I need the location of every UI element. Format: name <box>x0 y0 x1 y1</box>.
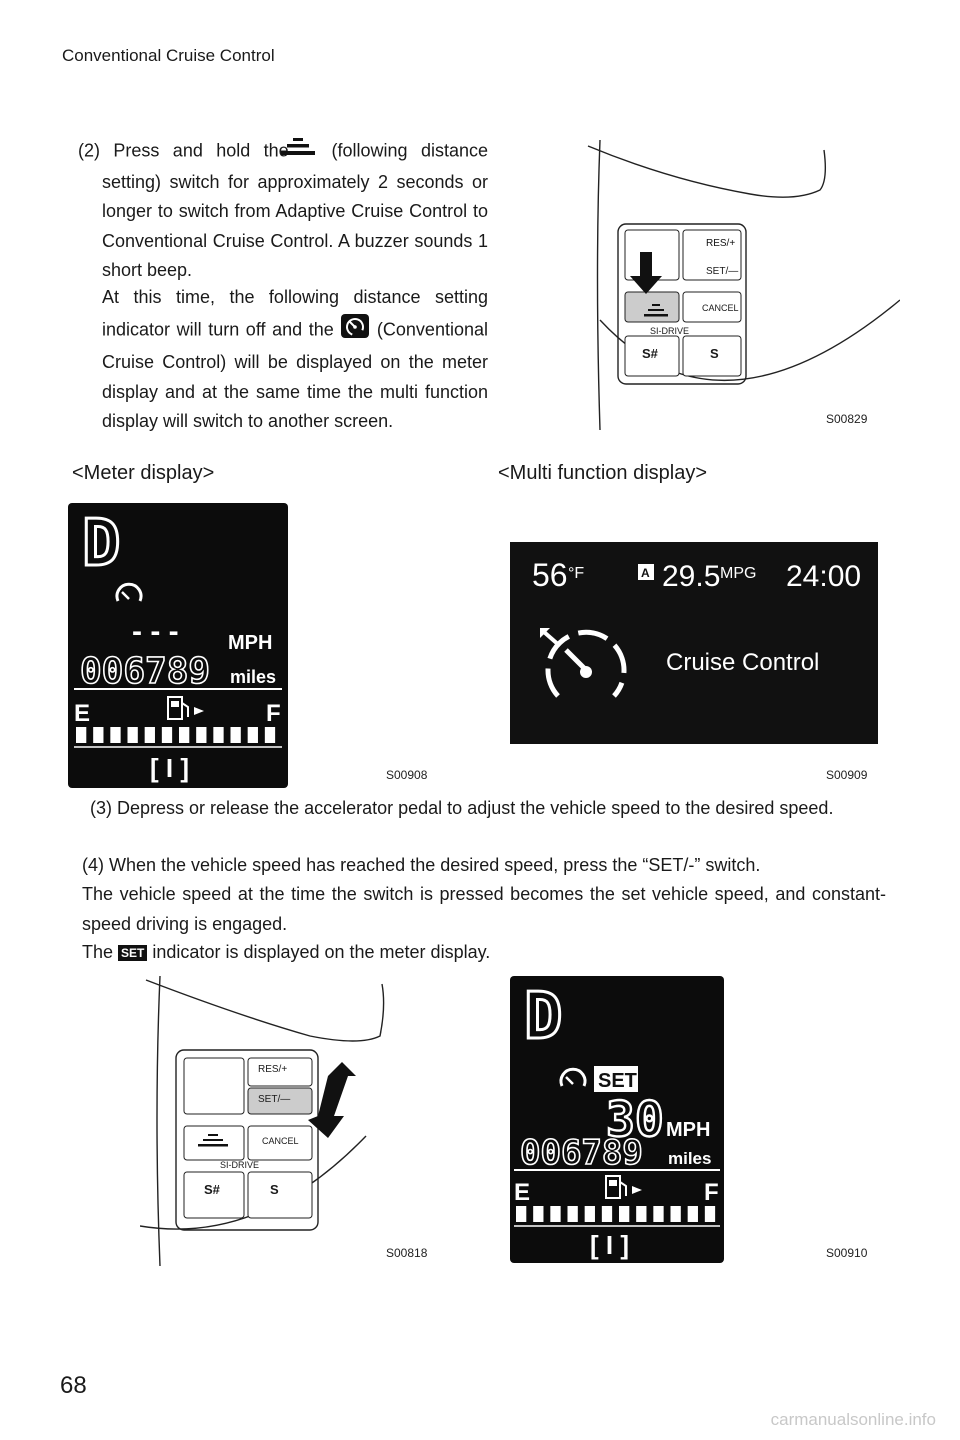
step-2-text: (following distance setting) switch for … <box>102 140 488 281</box>
fuel-bar-segment <box>653 1206 664 1222</box>
set-indicator-text-b: indicator is displayed on the meter disp… <box>152 942 491 962</box>
fuel-bar-segment <box>584 1206 595 1222</box>
s-sharp-label-bottom: S# <box>204 1182 220 1197</box>
fuel-bar-segment <box>179 727 190 743</box>
section-title: Conventional Cruise Control <box>62 46 275 65</box>
s-sharp-label: S# <box>642 346 658 361</box>
fuel-bar-segment <box>636 1206 647 1222</box>
fuel-empty-label-bottom: E <box>514 1179 530 1206</box>
step-4-paragraph: (4) When the vehicle speed has reached t… <box>82 855 761 875</box>
step-2-paragraph: (2) Press and hold the (following distan… <box>70 136 488 286</box>
fuel-bar-segment <box>601 1206 613 1222</box>
fuel-full-label-bottom: F <box>704 1179 719 1206</box>
set-badge-bg <box>594 1066 638 1092</box>
speed-unit-bottom: MPH <box>666 1119 710 1141</box>
set-label: SET/— <box>706 266 739 277</box>
fuel-pump-icon-bottom <box>605 1175 642 1199</box>
watermark: carmanualsonline.info <box>770 1410 936 1429</box>
fuel-bar-segment <box>196 727 207 743</box>
cruise-control-indicator-icon <box>540 628 627 698</box>
odometer-bottom: 006789 <box>520 1133 643 1173</box>
caption-multi-function-display: <Multi function display> <box>498 462 708 484</box>
odometer-unit: miles <box>230 667 276 687</box>
fuel-bar-segment <box>230 727 241 743</box>
caption-meter-display: <Meter display> <box>72 462 215 484</box>
set-indicator-text-a: The <box>82 942 114 962</box>
fuel-bar-segment <box>704 1206 716 1222</box>
temperature-unit: °F <box>568 565 584 582</box>
gear-indicator: D <box>82 507 121 581</box>
meter-display-top: D - - - MPH 006789 miles E F [ I ] <box>68 503 288 788</box>
speed-unit: MPH <box>228 632 272 654</box>
fuel-gauge-bars <box>76 727 276 743</box>
fuel-bar-segment <box>619 1206 630 1222</box>
fuel-bar-segment <box>247 727 258 743</box>
meter-display-bottom: D SET 30 MPH 006789 miles E F [ I ] <box>510 976 724 1263</box>
res-label-bottom: RES/+ <box>258 1064 288 1075</box>
fuel-bar-segment <box>516 1206 527 1222</box>
set-indicator-paragraph: The SET indicator is displayed on the me… <box>82 938 886 968</box>
set-indicator-icon: SET <box>118 945 148 962</box>
bottom-indicator-2: [ I ] <box>590 1230 629 1260</box>
outside-temperature: 56 <box>532 557 568 593</box>
fuel-bar-segment <box>213 727 224 743</box>
multi-function-display: 56 °F A 29.5 MPG 24:00 Cruise Control <box>510 542 878 744</box>
fuel-economy-value: 29.5 <box>662 560 720 593</box>
si-drive-label-bottom: SI-DRIVE <box>220 1160 260 1170</box>
speed-readout: - - - <box>132 615 179 648</box>
figure-code-s00910: S00910 <box>826 1246 868 1260</box>
fuel-bar-segment <box>550 1206 561 1222</box>
fuel-bar-segment <box>110 727 121 743</box>
step-2-prefix: (2) Press and hold the <box>78 140 289 161</box>
svg-text:A: A <box>641 566 650 580</box>
cancel-label-bottom: CANCEL <box>262 1136 299 1146</box>
step-3-paragraph: (3) Depress or release the accelerator p… <box>90 798 834 818</box>
fuel-bar-segment <box>127 727 138 743</box>
following-distance-icon <box>281 136 318 168</box>
fuel-economy-unit: MPG <box>720 565 756 582</box>
fuel-gauge-bars-bottom <box>516 1206 716 1222</box>
s-label: S <box>710 346 719 361</box>
cancel-label: CANCEL <box>702 303 739 313</box>
odometer: 006789 <box>80 651 210 692</box>
figure-code-s00818: S00818 <box>386 1246 428 1260</box>
odometer-unit-bottom: miles <box>668 1149 711 1168</box>
fuel-bar-segment <box>161 727 173 743</box>
fuel-bar-segment <box>687 1206 698 1222</box>
fuel-bar-segment <box>670 1206 681 1222</box>
fuel-pump-icon <box>167 696 204 720</box>
res-label: RES/+ <box>706 238 736 249</box>
fuel-bar-segment <box>567 1206 578 1222</box>
set-label-bottom: SET/— <box>258 1094 291 1105</box>
fuel-empty-label: E <box>74 700 90 727</box>
fuel-economy-icon: A <box>638 564 654 580</box>
fuel-bar-segment <box>144 727 155 743</box>
fuel-bar-segment <box>533 1206 544 1222</box>
step-2-followup-b: (Conventional Cruise Control) will be di… <box>102 319 488 431</box>
set-speed-paragraph: The vehicle speed at the time the switch… <box>82 884 886 934</box>
set-speed: 30 <box>606 1092 664 1148</box>
step-2-followup: At this time, the following distance set… <box>102 283 488 437</box>
figure-code-s00829: S00829 <box>826 412 868 426</box>
page-number: 68 <box>60 1372 87 1399</box>
fuel-bar-segment <box>76 727 87 743</box>
si-drive-label: SI-DRIVE <box>650 326 690 336</box>
figure-code-s00908: S00908 <box>386 768 428 782</box>
fuel-full-label: F <box>266 700 281 727</box>
step-2-followup-a: At this time, the following distance set… <box>102 287 488 339</box>
switch-illustration-bottom: RES/+ SET/— CANCEL SI-DRIVE S# S <box>139 975 390 1267</box>
gear-indicator-bottom: D <box>524 980 563 1054</box>
set-badge: SET <box>598 1070 637 1092</box>
fuel-bar-segment <box>264 727 276 743</box>
switch-illustration-top: RES/+ SET/— CANCEL SI-DRIVE S# S <box>560 139 901 440</box>
s-label-bottom: S <box>270 1182 279 1197</box>
figure-code-s00909: S00909 <box>826 768 868 782</box>
fuel-bar-segment <box>93 727 104 743</box>
cruise-control-label: Cruise Control <box>666 649 819 676</box>
bottom-indicator: [ I ] <box>150 753 189 783</box>
cruise-control-icon <box>340 313 370 349</box>
clock: 24:00 <box>786 560 861 593</box>
